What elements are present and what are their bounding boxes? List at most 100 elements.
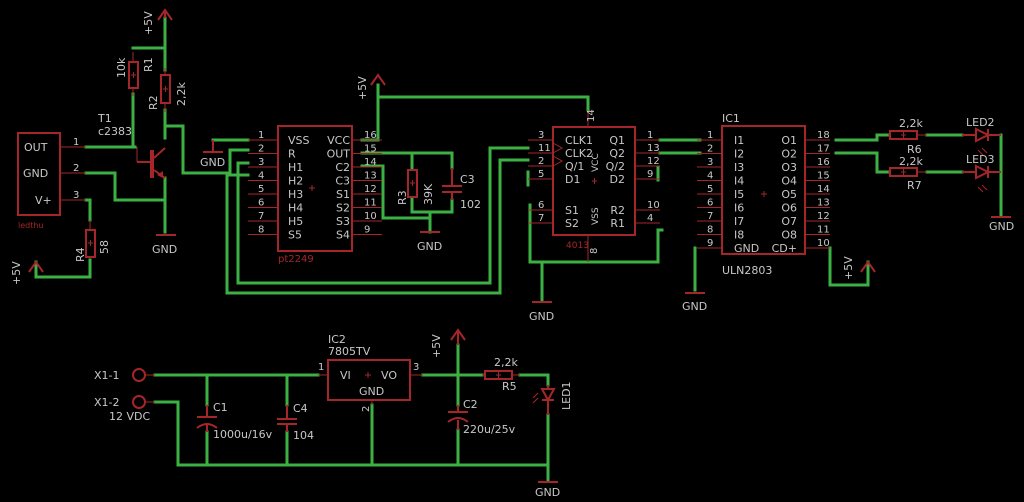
wire-12v-in xyxy=(153,373,320,407)
pin-label: O2 xyxy=(781,148,797,161)
svg-text:R2: R2 xyxy=(147,95,160,110)
pin-number: 1 xyxy=(258,130,264,141)
pin-label: S2 xyxy=(336,202,350,215)
pin-label: R xyxy=(288,148,296,161)
pin-label: VSS xyxy=(288,134,310,147)
pin-number: 12 xyxy=(647,156,660,167)
pin-label: I5 xyxy=(734,188,744,201)
pin-number: 2 xyxy=(258,144,264,155)
pin-number: 16 xyxy=(817,157,830,168)
svg-text:ULN2803: ULN2803 xyxy=(722,264,772,277)
pin-number: 11 xyxy=(817,225,830,236)
wires xyxy=(34,16,1003,482)
resistor-r1: 10k R1 xyxy=(115,52,155,96)
gnd-symbol-6: GND xyxy=(989,216,1014,233)
pin-number: 9 xyxy=(647,169,653,180)
wire-r5-led1 xyxy=(518,373,550,482)
pin-number: 10 xyxy=(647,200,660,211)
pin-label: I2 xyxy=(734,148,744,161)
svg-text:X1-1: X1-1 xyxy=(94,369,120,382)
svg-text:+5V: +5V xyxy=(842,256,855,280)
svg-text:LED3: LED3 xyxy=(966,153,995,166)
pin-number: 14 xyxy=(364,157,377,168)
pin-number: 2 xyxy=(707,144,713,155)
pin-number: 15 xyxy=(364,144,377,155)
pin-number: 2 xyxy=(538,156,544,167)
connector-x1[interactable]: X1-1 X1-2 12 VDC xyxy=(94,368,155,423)
pin-label: VCC xyxy=(327,134,350,147)
svg-text:2: 2 xyxy=(361,406,372,412)
wire-5v-out xyxy=(421,343,484,467)
pin-label: D1 xyxy=(565,173,580,186)
svg-text:GND: GND xyxy=(23,167,48,180)
svg-text:1: 1 xyxy=(318,362,324,373)
svg-text:VI: VI xyxy=(340,369,351,382)
svg-text:VO: VO xyxy=(381,369,397,382)
wire-q-uln xyxy=(658,138,702,155)
gnd-symbol-3: GND xyxy=(417,231,442,253)
pin-label: I8 xyxy=(734,229,744,242)
svg-text:+5V: +5V xyxy=(356,76,369,100)
wire-uln-cd xyxy=(828,246,870,287)
gnd-symbol-4: GND xyxy=(529,301,554,323)
gnd-symbol-1: GND xyxy=(152,234,177,256)
svg-text:R1: R1 xyxy=(142,57,155,72)
pin-label: Q/1 xyxy=(565,160,584,173)
pin-label: I1 xyxy=(734,134,744,147)
svg-text:39K: 39K xyxy=(422,183,435,205)
svg-text:3: 3 xyxy=(73,190,79,201)
ic-pin: 11 O8 xyxy=(781,225,830,242)
svg-text:OUT: OUT xyxy=(24,141,48,154)
svg-text:VSS: VSS xyxy=(591,207,601,225)
capacitor-c2: C2 220u/25v xyxy=(447,398,516,436)
pin-number: 11 xyxy=(364,198,377,209)
power-symbols: +5V +5V +5V +5V +5V GND GND GND GND GND … xyxy=(10,8,1014,499)
pin-number: 15 xyxy=(817,171,830,182)
pin-label: I3 xyxy=(734,161,744,174)
svg-text:IC1: IC1 xyxy=(722,112,740,125)
pin-label: O5 xyxy=(781,188,797,201)
ic-pin: 2 I2 xyxy=(697,144,744,161)
ic-pin: 1 VSS xyxy=(248,130,310,147)
wire-supply-gnd xyxy=(153,400,550,467)
wire-rc-gnd xyxy=(360,164,454,234)
pin-number: 11 xyxy=(538,143,551,154)
pin-label: I7 xyxy=(734,215,744,228)
wire-sensor-gnd xyxy=(84,171,167,234)
pin-number: 4 xyxy=(258,171,264,182)
pin-label: Q2 xyxy=(609,147,625,160)
wire-5v-vcc xyxy=(360,83,590,142)
ic-pin: 4R1 xyxy=(610,213,660,230)
pin-number: 3 xyxy=(258,157,264,168)
pin-number: 8 xyxy=(707,225,713,236)
ic-pin: 9D2 xyxy=(610,169,660,186)
ic-pin: 14 C2 xyxy=(335,157,382,174)
pin-label: O1 xyxy=(781,134,797,147)
svg-text:GND: GND xyxy=(200,156,225,169)
svg-text:GND: GND xyxy=(152,243,177,256)
svg-text:C4: C4 xyxy=(293,402,308,415)
ic-pin: 10 R2 xyxy=(610,200,660,217)
svg-text:14: 14 xyxy=(586,109,597,122)
pin-label: O8 xyxy=(781,229,797,242)
pin-number: 18 xyxy=(817,130,830,141)
pin-label: S1 xyxy=(336,188,350,201)
pin-label: R2 xyxy=(610,204,625,217)
resistor-r6: 2,2k R6 xyxy=(888,117,927,156)
led-3: LED3 xyxy=(962,153,1001,193)
pin-label: O4 xyxy=(781,175,797,188)
svg-text:R7: R7 xyxy=(907,179,922,192)
pin-number: 4 xyxy=(707,171,713,182)
pin-label: C2 xyxy=(335,161,350,174)
